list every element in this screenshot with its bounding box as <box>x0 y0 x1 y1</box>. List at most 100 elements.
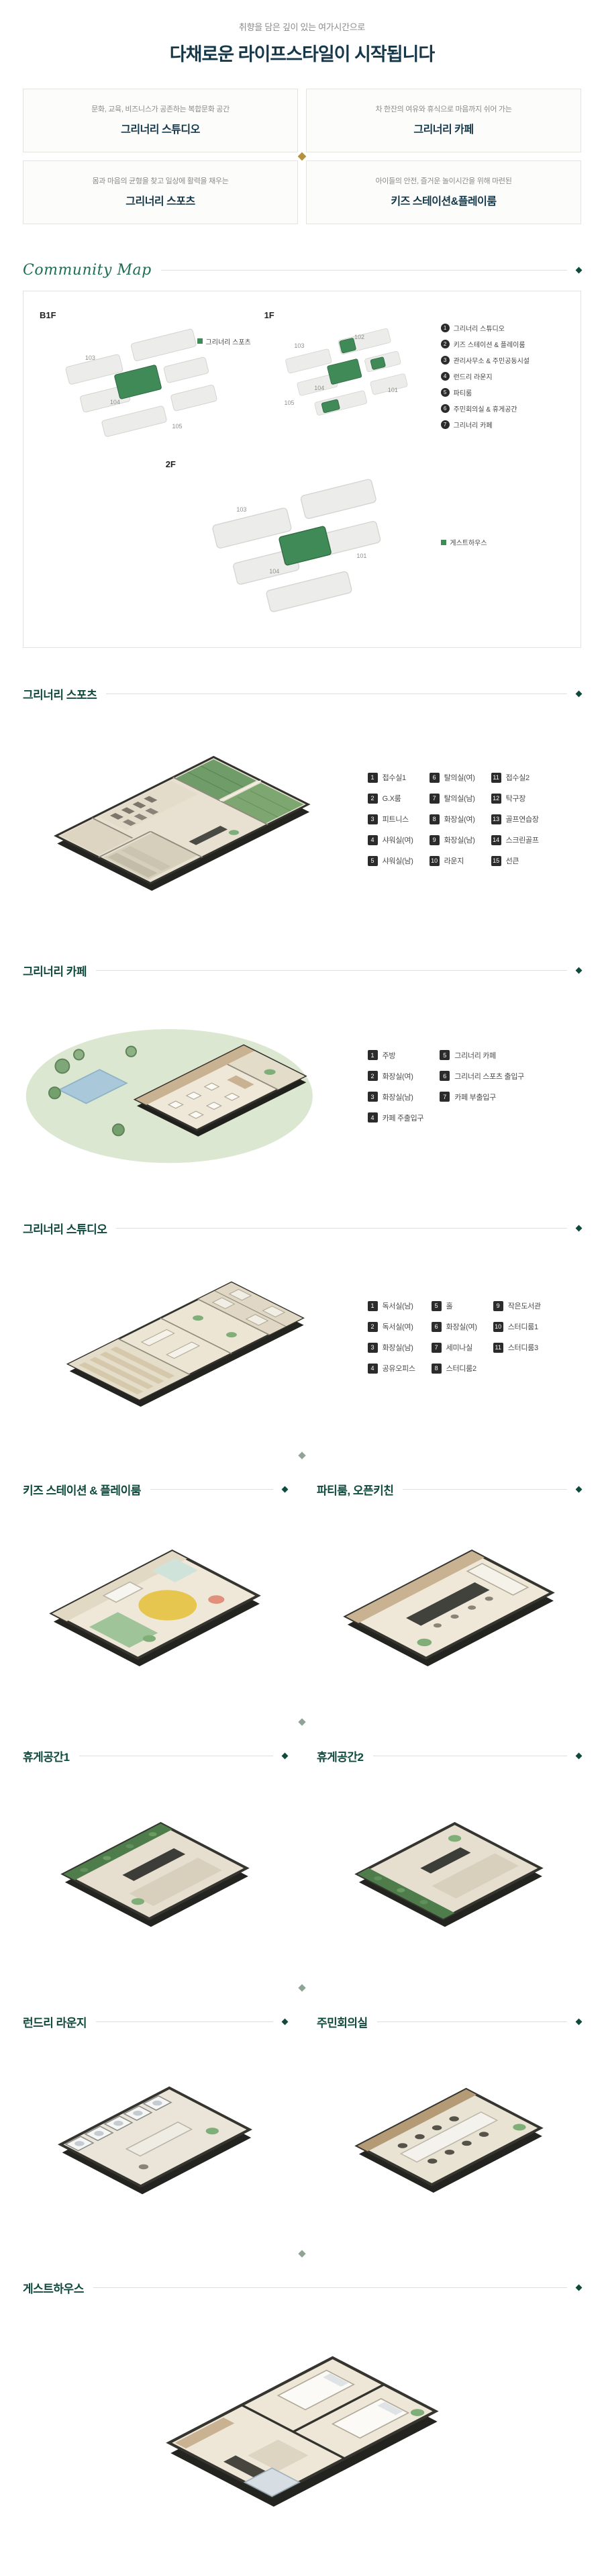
legend-label: 접수실1 <box>382 774 407 783</box>
legend-label: 화장실(남) <box>382 1344 413 1353</box>
legend-label: 탈의실(남) <box>444 795 475 804</box>
legend-item: 6 그리너리 스포츠 출입구 <box>440 1071 524 1082</box>
legend-number-badge: 5 <box>440 1050 450 1061</box>
community-map-heading-row: Community Map <box>23 262 583 279</box>
legend-number-badge: 10 <box>429 855 440 866</box>
diamond-icon <box>298 2250 306 2258</box>
floor-2f-label: 2F <box>165 459 176 470</box>
kids-floorplan-illustration <box>49 1549 261 1667</box>
guesthouse-floorplan <box>23 2308 581 2535</box>
section-divider <box>23 2250 581 2258</box>
legend-number-badge: 6 <box>440 1071 450 1082</box>
rest-areas-row: 휴게공간1 <box>23 1748 583 1958</box>
building-number: 104 <box>314 385 325 392</box>
map-legend-item: 4 런드리 라운지 <box>440 371 564 381</box>
community-map-heading: Community Map <box>23 262 152 279</box>
legend-item: 8 화장실(여) <box>429 814 475 824</box>
studio-heading: 그리너리 스튜디오 <box>23 1223 107 1236</box>
section-divider <box>23 1984 581 1992</box>
community-map-row-top: B1F <box>40 310 564 454</box>
rest1-heading: 휴게공간1 <box>23 1750 70 1764</box>
legend-number-badge: 10 <box>493 1321 503 1332</box>
legend-number-badge: 2 <box>440 340 450 348</box>
legend-item: 5 샤워실(남) <box>367 855 413 866</box>
sports-legend: 1 접수실1 2 G.X룸 3 피트니스 4 <box>367 772 581 866</box>
sports-section: 그리너리 스포츠 <box>23 685 583 924</box>
legend-label: 화장실(남) <box>444 837 475 845</box>
building-number: 105 <box>284 399 295 407</box>
kids-floorplan <box>23 1510 287 1692</box>
legend-label: G.X룸 <box>382 795 401 804</box>
feature-card: 아이들의 안전, 즐거운 놀이시간을 위해 마련된 키즈 스테이션&플레이룸 <box>306 160 581 224</box>
floor-1f-label: 1F <box>264 310 274 320</box>
feature-card-title: 그리너리 스튜디오 <box>121 124 200 136</box>
legend-item: 4 공유오피스 <box>367 1363 415 1374</box>
legend-item: 3 피트니스 <box>367 814 413 824</box>
laundry-room: 런드리 라운지 <box>23 2013 289 2224</box>
legend-number-badge: 2 <box>367 793 378 804</box>
diamond-icon <box>575 690 583 698</box>
diamond-icon <box>281 1752 289 1760</box>
kids-room: 키즈 스테이션 & 플레이룸 <box>23 1481 289 1692</box>
heading-rule <box>376 2021 567 2022</box>
legend-label: 스크린골프 <box>505 837 539 845</box>
studio-heading-row: 그리너리 스튜디오 <box>23 1220 583 1237</box>
2f-siteplan-illustration <box>212 479 381 613</box>
legend-number-badge: 8 <box>429 814 440 824</box>
sports-heading: 그리너리 스포츠 <box>23 688 97 702</box>
legend-label: 세미나실 <box>446 1344 473 1353</box>
legend-label: 화장실(남) <box>382 1093 413 1102</box>
legend-number-badge: 4 <box>367 1112 378 1123</box>
feature-cards: 문화, 교육, 비즈니스가 공존하는 복합문화 공간 그리너리 스튜디오 차 한… <box>23 89 581 224</box>
legend-number-badge: 4 <box>367 1363 378 1374</box>
legend-number-badge: 7 <box>429 793 440 804</box>
feature-card-title: 키즈 스테이션&플레이룸 <box>391 196 497 207</box>
rest2-heading-row: 휴게공간2 <box>317 1748 583 1764</box>
building-number: 104 <box>269 568 280 575</box>
legend-label: 주방 <box>382 1051 396 1060</box>
legend-number-badge: 6 <box>440 404 450 413</box>
party-room: 파티룸, 오픈키친 <box>317 1481 583 1692</box>
diamond-icon <box>575 1225 583 1232</box>
laundry-heading: 런드리 라운지 <box>23 2016 87 2030</box>
diamond-icon <box>281 1486 289 1493</box>
rest2-room: 휴게공간2 <box>317 1748 583 1958</box>
legend-number-badge: 11 <box>491 772 501 783</box>
legend-item: 7 카페 부출입구 <box>440 1092 524 1102</box>
legend-label: 카페 부출입구 <box>454 1093 496 1102</box>
legend-number-badge: 6 <box>431 1321 442 1332</box>
studio-body: 1 독서실(남) 2 독서실(여) 3 화장실(남) 4 <box>23 1249 581 1426</box>
legend-item: 7 세미나실 <box>431 1342 477 1353</box>
legend-number-badge: 2 <box>367 1321 378 1332</box>
legend-number-badge: 15 <box>491 855 501 866</box>
diamond-icon <box>575 2284 583 2291</box>
building-number: 105 <box>172 422 183 430</box>
page-header: 취향을 담은 깊이 있는 여가시간으로 다채로운 라이프스타일이 시작됩니다 <box>23 20 581 66</box>
legend-number-badge: 5 <box>440 388 450 397</box>
building-number: 101 <box>356 553 367 560</box>
legend-label: 공유오피스 <box>382 1365 415 1374</box>
diamond-icon <box>298 1717 306 1726</box>
map-legend-item: 7 그리너리 카페 <box>440 420 564 430</box>
map-legend-item: 1 그리너리 스튜디오 <box>440 323 564 333</box>
legend-label: 스터디룸1 <box>507 1323 538 1332</box>
legend-label: 골프연습장 <box>505 816 539 824</box>
b1f-siteplan-illustration <box>65 328 217 437</box>
legend-label: 접수실2 <box>505 774 530 783</box>
b1f-map-tag-label: 그리너리 스포츠 <box>205 338 251 346</box>
studio-floorplan-illustration <box>66 1281 305 1407</box>
legend-label: 작은도서관 <box>507 1302 541 1311</box>
heading-rule <box>96 970 567 971</box>
legend-label: 탁구장 <box>505 795 526 804</box>
laundry-floorplan <box>23 2042 287 2224</box>
guesthouse-heading: 게스트하우스 <box>23 2283 84 2296</box>
heading-rule <box>403 1489 567 1490</box>
legend-item: 6 화장실(여) <box>431 1321 477 1332</box>
building-number: 102 <box>354 334 365 341</box>
legend-item: 10 라운지 <box>429 855 475 866</box>
legend-item: 2 화장실(여) <box>367 1071 424 1082</box>
diamond-icon <box>298 1984 306 1992</box>
heading-rule <box>116 1227 567 1229</box>
map-legend-item: 2 키즈 스테이션 & 플레이룸 <box>440 339 564 349</box>
legend-number-badge: 14 <box>491 834 501 845</box>
